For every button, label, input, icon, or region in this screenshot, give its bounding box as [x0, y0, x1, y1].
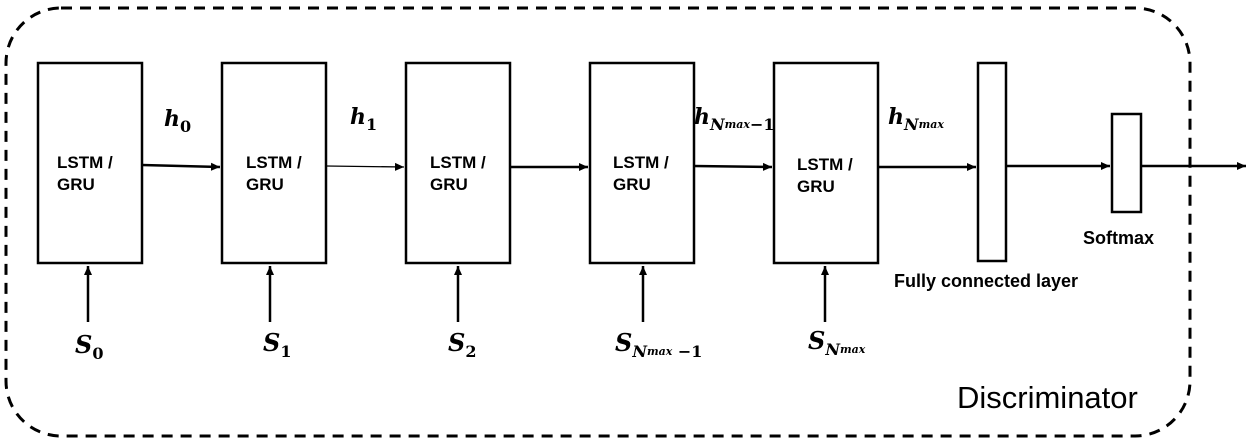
- cell-box-3: [588, 61, 696, 265]
- cell-label-1: LSTM / GRU: [246, 153, 302, 194]
- softmax-box: [1110, 112, 1143, 214]
- cell-box-2: [404, 61, 512, 265]
- hidden-state-label-0: h0: [164, 106, 192, 136]
- cell-box-4: [772, 61, 880, 265]
- cell-label-2: LSTM / GRU: [430, 153, 486, 194]
- fully-connected-label: Fully connected layer: [894, 271, 1079, 291]
- frame-title: Discriminator: [957, 380, 1138, 415]
- input-label-2: S2: [448, 328, 477, 361]
- arrow-h0: [141, 162, 221, 171]
- cell-box-1: [220, 61, 328, 265]
- input-label-3: SNmax −1: [615, 328, 703, 361]
- hidden-state-label-2: hNmax−1: [694, 104, 775, 134]
- cell-label-4: LSTM / GRU: [797, 155, 853, 196]
- cell-label-3: LSTM / GRU: [613, 153, 669, 194]
- input-label-4: SNmax: [808, 326, 866, 359]
- softmax-label: Softmax: [1083, 228, 1155, 248]
- input-label-0: S0: [75, 330, 104, 363]
- discriminator-frame: [4, 6, 1192, 438]
- arrow-h1: [325, 162, 405, 171]
- hidden-state-label-3: hNmax: [888, 104, 944, 134]
- fully-connected-box: [976, 61, 1008, 263]
- hidden-state-label-1: h1: [350, 104, 378, 134]
- cell-box-0: [36, 61, 144, 265]
- input-label-1: S1: [263, 328, 292, 361]
- cell-label-0: LSTM / GRU: [57, 153, 113, 194]
- arrow-h-nmax-1: [693, 162, 773, 171]
